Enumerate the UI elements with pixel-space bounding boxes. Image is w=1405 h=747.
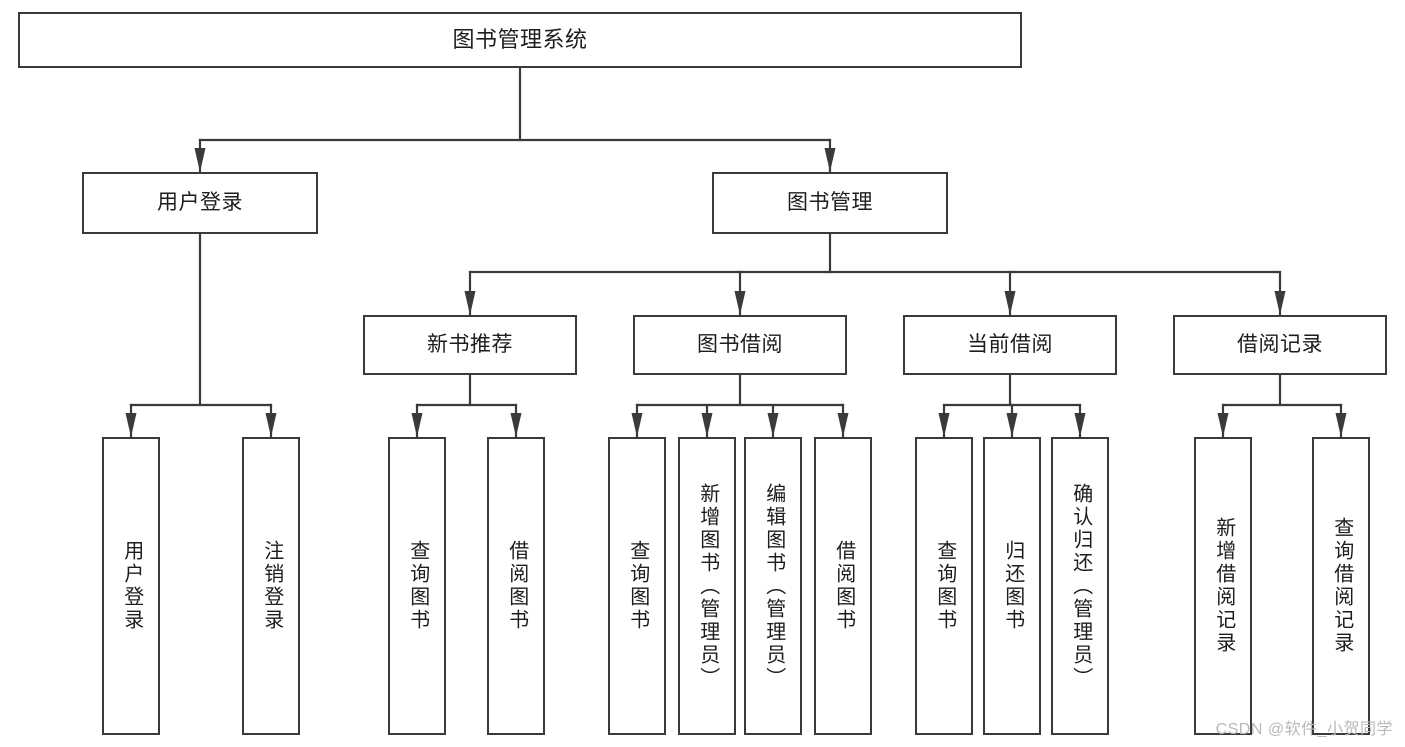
node-label: 注销登录 (260, 540, 283, 632)
node-leaf-cur-2[interactable]: 归还图书 (983, 437, 1041, 735)
conn-bookmgmt-arrowhead-icon (1274, 291, 1286, 315)
node-leaf-bor-4[interactable]: 借阅图书 (814, 437, 872, 735)
node-leaf-login-2[interactable]: 注销登录 (242, 437, 300, 735)
node-label: 图书管理系统 (452, 27, 588, 53)
node-label: 新增借阅记录 (1212, 517, 1235, 655)
conn-records-arrowhead-icon (1335, 413, 1347, 437)
node-label: 编辑图书（管理员） (762, 482, 785, 690)
conn-root-arrowhead-icon (194, 148, 206, 172)
node-label: 借阅图书 (832, 540, 855, 632)
node-leaf-bor-2[interactable]: 新增图书（管理员） (678, 437, 736, 735)
node-newbook[interactable]: 新书推荐 (363, 315, 577, 375)
conn-bookmgmt-arrowhead-icon (734, 291, 746, 315)
node-leaf-rec-1[interactable]: 新增借阅记录 (1194, 437, 1252, 735)
node-leaf-bor-3[interactable]: 编辑图书（管理员） (744, 437, 802, 735)
conn-current-arrowhead-icon (1074, 413, 1086, 437)
node-leaf-new-2[interactable]: 借阅图书 (487, 437, 545, 735)
node-leaf-cur-1[interactable]: 查询图书 (915, 437, 973, 735)
node-login[interactable]: 用户登录 (82, 172, 318, 234)
node-leaf-cur-3[interactable]: 确认归还（管理员） (1051, 437, 1109, 735)
conn-login-arrowhead-icon (125, 413, 137, 437)
node-label: 归还图书 (1001, 540, 1024, 632)
node-label: 借阅图书 (505, 540, 528, 632)
node-label: 用户登录 (120, 540, 143, 632)
conn-borrow-arrowhead-icon (701, 413, 713, 437)
node-bookmgmt[interactable]: 图书管理 (712, 172, 948, 234)
node-label: 查询图书 (626, 540, 649, 632)
node-borrow[interactable]: 图书借阅 (633, 315, 847, 375)
conn-current-arrowhead-icon (938, 413, 950, 437)
conn-bookmgmt-arrowhead-icon (1004, 291, 1016, 315)
node-leaf-rec-2[interactable]: 查询借阅记录 (1312, 437, 1370, 735)
node-leaf-bor-1[interactable]: 查询图书 (608, 437, 666, 735)
node-label: 新增图书（管理员） (696, 482, 719, 690)
conn-borrow-arrowhead-icon (837, 413, 849, 437)
node-records[interactable]: 借阅记录 (1173, 315, 1387, 375)
node-leaf-login-1[interactable]: 用户登录 (102, 437, 160, 735)
node-current[interactable]: 当前借阅 (903, 315, 1117, 375)
node-label: 查询借阅记录 (1330, 517, 1353, 655)
conn-borrow-arrowhead-icon (767, 413, 779, 437)
conn-newbook-arrowhead-icon (411, 413, 423, 437)
watermark: CSDN @软件_小贺同学 (1215, 721, 1393, 738)
conn-records-arrowhead-icon (1217, 413, 1229, 437)
node-label: 查询图书 (406, 540, 429, 632)
node-leaf-new-1[interactable]: 查询图书 (388, 437, 446, 735)
conn-root-arrowhead-icon (824, 148, 836, 172)
node-label: 新书推荐 (427, 332, 513, 356)
node-root[interactable]: 图书管理系统 (18, 12, 1022, 68)
conn-bookmgmt-arrowhead-icon (464, 291, 476, 315)
conn-newbook-arrowhead-icon (510, 413, 522, 437)
conn-current-arrowhead-icon (1006, 413, 1018, 437)
node-label: 图书借阅 (697, 332, 783, 356)
node-label: 确认归还（管理员） (1069, 482, 1092, 690)
node-label: 图书管理 (787, 190, 873, 214)
node-label: 当前借阅 (967, 332, 1053, 356)
node-label: 借阅记录 (1237, 332, 1323, 356)
node-label: 查询图书 (933, 540, 956, 632)
conn-login-arrowhead-icon (265, 413, 277, 437)
conn-borrow-arrowhead-icon (631, 413, 643, 437)
node-label: 用户登录 (157, 190, 243, 214)
